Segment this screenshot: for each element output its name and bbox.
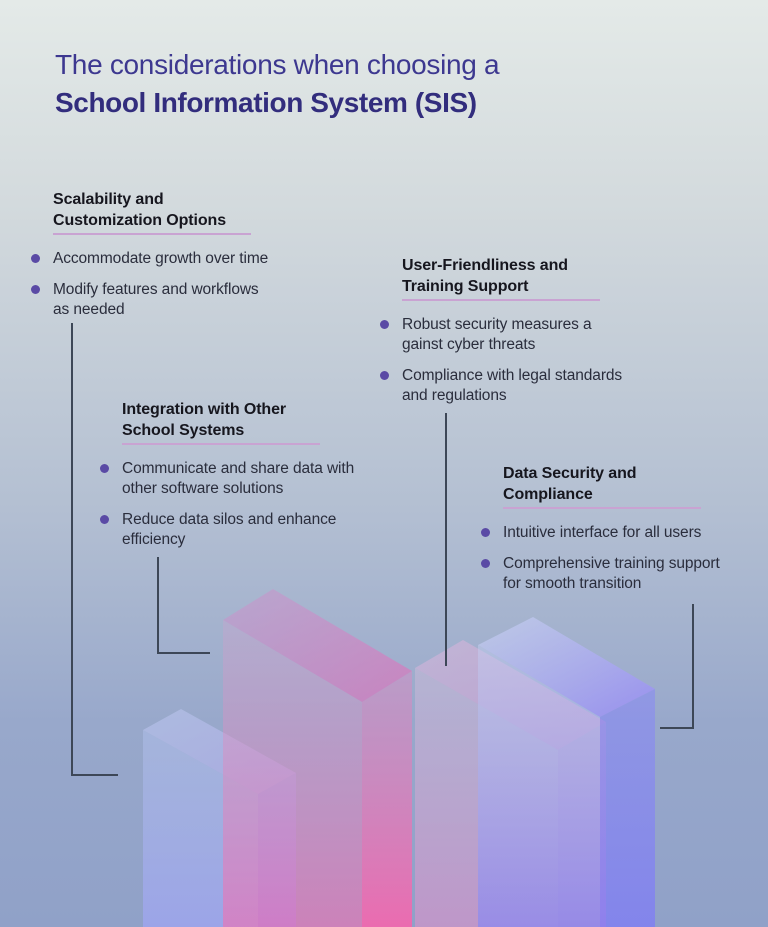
bar-4-front-face (478, 645, 600, 927)
bullet-text: Compliance with legal standards and regu… (402, 366, 622, 406)
bullet-dot-icon (380, 320, 389, 329)
bullet-text: Robust security measures a gainst cyber … (402, 315, 592, 355)
bar-2-front-face (223, 620, 362, 927)
section-heading-line: Customization Options (53, 212, 227, 229)
section-heading-line: Scalability and (53, 191, 164, 208)
bullet-dot-icon (100, 464, 109, 473)
bullet-item: Intuitive interface for all users (481, 523, 768, 543)
page-title-line-2: School Information System (SIS) (55, 87, 477, 118)
page-title: The considerations when choosing a Schoo… (55, 46, 500, 122)
bullet-list: Communicate and share data with other so… (100, 459, 400, 550)
bar-4-right-face (600, 689, 655, 927)
bullet-line: Intuitive interface for all users (503, 524, 702, 541)
bullet-dot-icon (481, 559, 490, 568)
bullet-dot-icon (31, 285, 40, 294)
bullet-text: Intuitive interface for all users (503, 523, 701, 543)
bullet-line: Reduce data silos and enhance (122, 511, 337, 528)
section-heading: Integration with Other School Systems (122, 399, 400, 441)
section-integration: Integration with Other School Systems Co… (100, 399, 400, 561)
page-title-line-1: The considerations when choosing a (55, 49, 500, 80)
section-heading: Data Security and Compliance (503, 463, 768, 505)
heading-underline (122, 443, 320, 445)
bullet-text: Modify features and workflows as needed (53, 280, 259, 320)
bar-2-slab (223, 589, 412, 927)
bar-4-slab (478, 617, 655, 927)
section-scalability: Scalability and Customization Options Ac… (31, 189, 331, 331)
bullet-line: for smooth transition (503, 575, 642, 592)
bullet-list: Intuitive interface for all users Compre… (481, 523, 768, 594)
bullet-dot-icon (100, 515, 109, 524)
bullet-item: Accommodate growth over time (31, 249, 331, 269)
section-heading-line: Training Support (402, 278, 529, 295)
bullet-item: Modify features and workflows as needed (31, 280, 331, 320)
section-data-security: Data Security and Compliance Intuitive i… (481, 463, 768, 605)
heading-underline (53, 233, 251, 235)
bullet-dot-icon (31, 254, 40, 263)
bullet-line: Accommodate growth over time (53, 250, 269, 267)
bullet-item: Robust security measures a gainst cyber … (380, 315, 680, 355)
bullet-line: Communicate and share data with (122, 460, 355, 477)
connector-integration (157, 557, 210, 654)
bullet-line: and regulations (402, 387, 507, 404)
bullet-text: Reduce data silos and enhance efficiency (122, 510, 336, 550)
bullet-list: Accommodate growth over time Modify feat… (31, 249, 331, 320)
bullet-text: Communicate and share data with other so… (122, 459, 354, 499)
bullet-dot-icon (481, 528, 490, 537)
bullet-text: Comprehensive training support for smoot… (503, 554, 720, 594)
connector-data-security (660, 604, 694, 729)
bullet-list: Robust security measures a gainst cyber … (380, 315, 680, 406)
section-heading-line: Compliance (503, 486, 593, 503)
section-user-friendliness: User-Friendliness and Training Support R… (380, 255, 680, 417)
section-heading-line: Data Security and (503, 465, 637, 482)
connector-lines (71, 323, 694, 776)
section-heading-line: User-Friendliness and (402, 257, 568, 274)
bar-2-right-face (362, 671, 412, 927)
bullet-item: Reduce data silos and enhance efficiency (100, 510, 400, 550)
bullet-line: Compliance with legal standards (402, 367, 623, 384)
bullet-item: Communicate and share data with other so… (100, 459, 400, 499)
bullet-line: other software solutions (122, 480, 284, 497)
bullet-line: efficiency (122, 531, 186, 548)
bullet-item: Compliance with legal standards and regu… (380, 366, 680, 406)
heading-underline (503, 507, 701, 509)
bullet-line: gainst cyber threats (402, 336, 536, 353)
section-heading: User-Friendliness and Training Support (402, 255, 680, 297)
heading-underline (402, 299, 600, 301)
bullet-line: as needed (53, 301, 125, 318)
section-heading: Scalability and Customization Options (53, 189, 331, 231)
bar-2-top-face (223, 589, 412, 702)
bullet-dot-icon (380, 371, 389, 380)
bullet-item: Comprehensive training support for smoot… (481, 554, 768, 594)
section-heading-line: School Systems (122, 422, 245, 439)
section-heading-line: Integration with Other (122, 401, 287, 418)
bullet-line: Robust security measures a (402, 316, 592, 333)
bullet-text: Accommodate growth over time (53, 249, 268, 269)
connector-scalability (71, 323, 118, 776)
bullet-line: Comprehensive training support (503, 555, 720, 572)
bullet-line: Modify features and workflows (53, 281, 259, 298)
bar-4-top-face (478, 617, 655, 717)
